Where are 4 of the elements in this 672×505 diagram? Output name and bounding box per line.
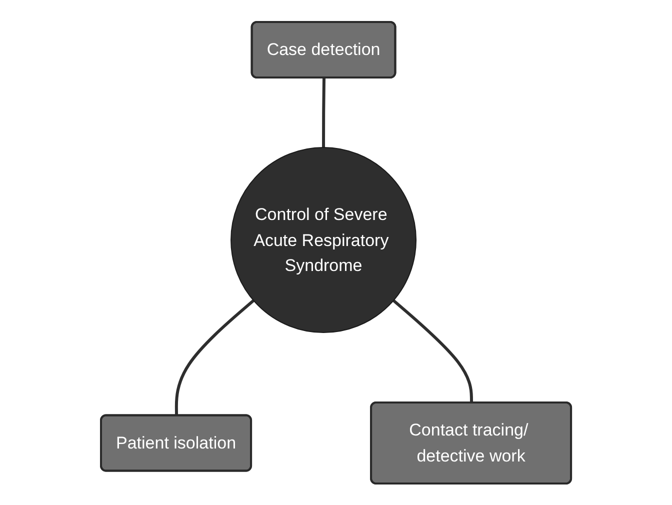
connector <box>322 78 326 148</box>
node-circle: Control of Severe Acute Respiratory Syndrome <box>230 146 416 333</box>
connector <box>392 299 474 403</box>
connector <box>174 299 254 416</box>
